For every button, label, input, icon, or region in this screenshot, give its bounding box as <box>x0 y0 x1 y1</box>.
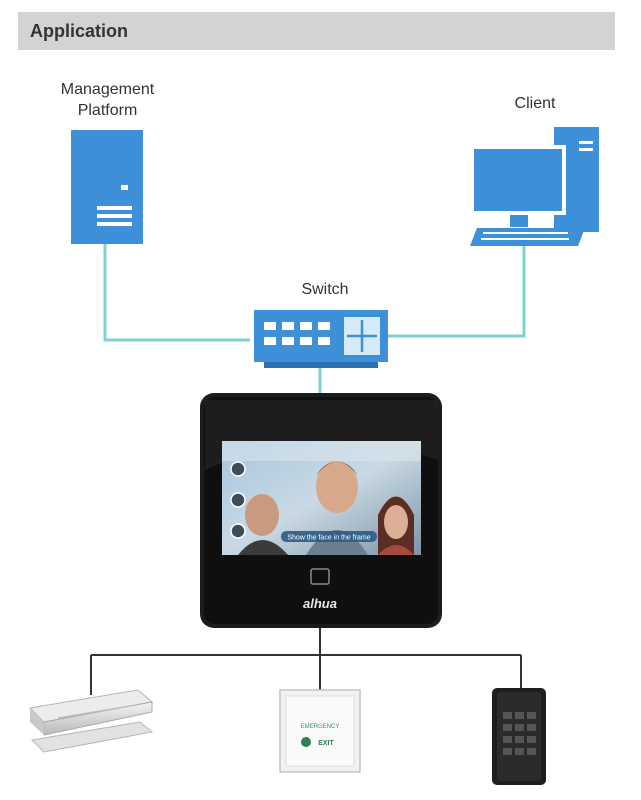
magnetic-lock-icon <box>28 689 154 753</box>
screen-caption: Show the face in the frame <box>287 535 370 542</box>
client-label: Client <box>514 95 556 112</box>
desktop-computer-icon <box>470 127 599 246</box>
section-title: Application <box>30 20 128 41</box>
management-platform-label-line2: Platform <box>77 102 138 119</box>
switch-label: Switch <box>301 281 349 298</box>
card-reader-icon <box>492 688 546 785</box>
network-switch-icon <box>254 310 388 368</box>
brand-logo: alhua <box>303 596 337 611</box>
link-client-switch <box>388 245 526 338</box>
exit-button-icon: EMERGENCY EXIT <box>279 689 361 773</box>
face-recognition-terminal: Show the face in the frame alhua <box>200 393 442 628</box>
exit-button-text-1: EMERGENCY <box>301 724 340 730</box>
server-icon <box>71 130 143 244</box>
wiring-links <box>90 628 522 695</box>
section-header: Application <box>18 12 615 50</box>
management-platform-label: Management Platform <box>40 79 175 121</box>
management-platform-label-line1: Management <box>60 81 155 98</box>
card-reader-area-icon <box>310 568 330 585</box>
link-platform-switch <box>103 244 250 342</box>
screen-side-buttons <box>230 461 246 539</box>
network-links <box>103 244 526 393</box>
exit-button-text-2: EXIT <box>318 740 334 747</box>
